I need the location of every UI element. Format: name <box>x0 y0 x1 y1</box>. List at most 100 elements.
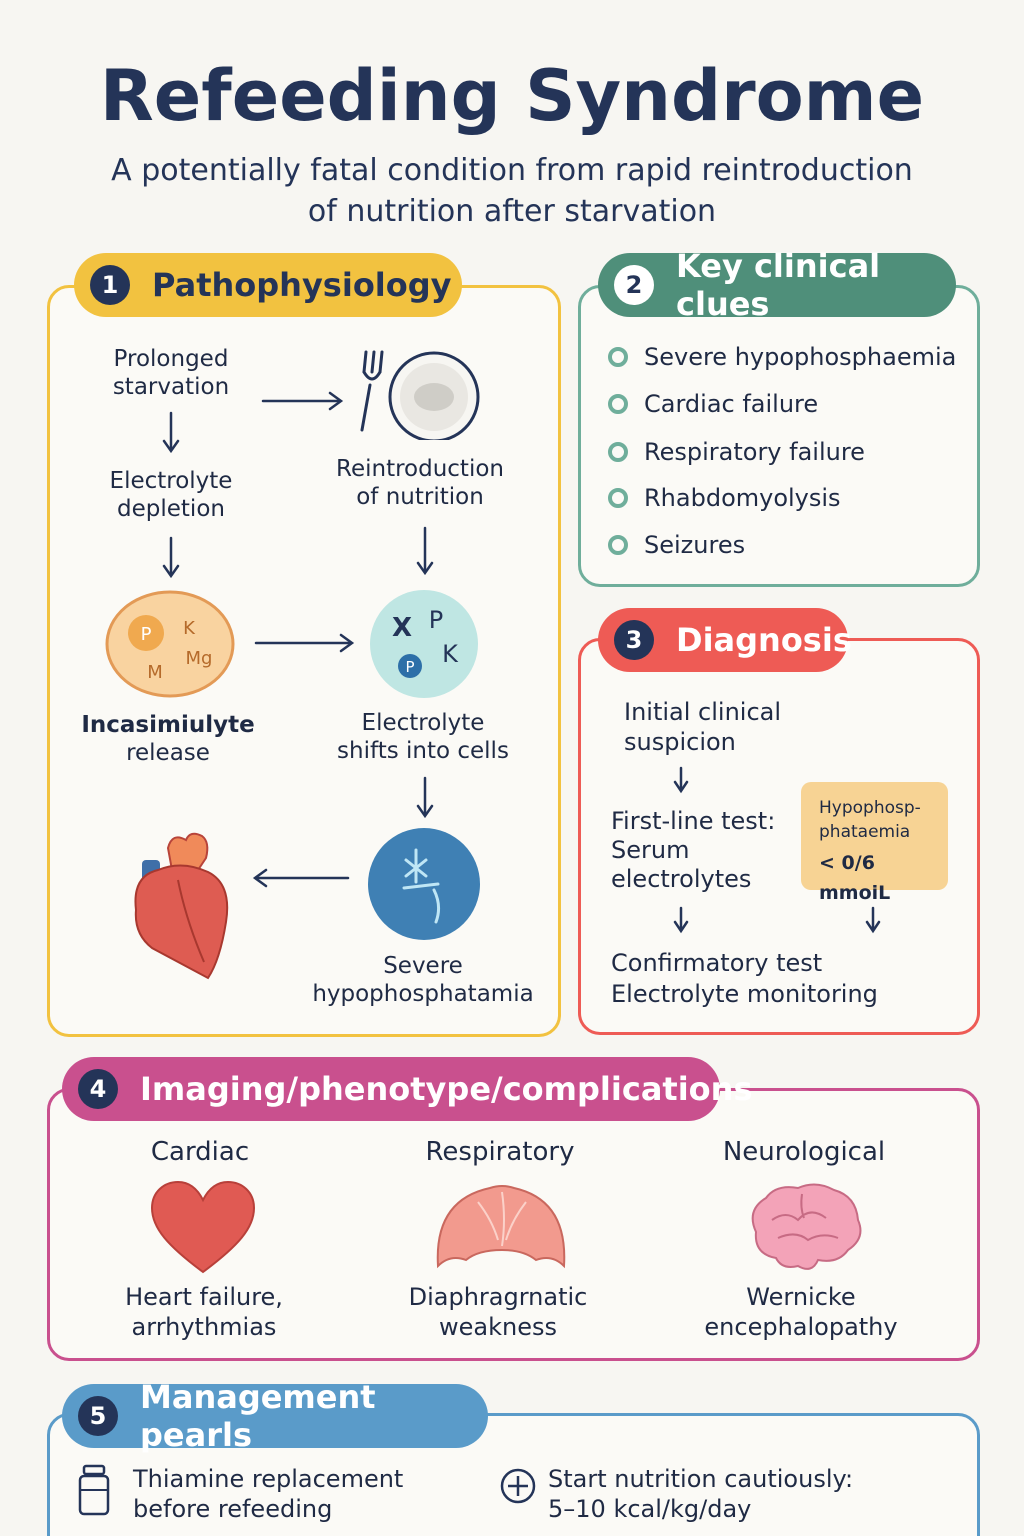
imaging-header: 4 Imaging/phenotype/complications <box>62 1057 752 1121</box>
section-number-2: 2 <box>614 265 654 305</box>
neurological-heading: Neurological <box>722 1137 886 1167</box>
plus-circle-icon <box>500 1468 536 1504</box>
severe-hypophosphatamia-label: Severe hypophosphatamia <box>300 952 546 1008</box>
section-number-1: 1 <box>90 265 130 305</box>
diagnosis-header: 3 Diagnosis <box>598 608 852 672</box>
diagnosis-title: Diagnosis <box>676 621 852 659</box>
badge-threshold: < 0/6 mmoiL <box>819 852 891 904</box>
electrolyte-depletion-label: Electrolyte depletion <box>86 467 256 523</box>
respiratory-line-1: Diaphragrnatic <box>408 1283 588 1311</box>
release-line-2: release <box>126 740 210 766</box>
initial-suspicion-label: Initial clinical suspicion <box>624 697 781 757</box>
thiamine-line-1: Thiamine replacement <box>133 1465 404 1493</box>
arrow-down-icon <box>865 906 881 934</box>
prolonged-starvation-label: Prolonged starvation <box>86 345 256 401</box>
page-subtitle: A potentially fatal condition from rapid… <box>80 150 944 232</box>
clue-item: Respiratory failure <box>608 438 865 466</box>
pathophysiology-title: Pathophysiology <box>152 266 452 304</box>
thiamine-text: Thiamine replacement before refeeding <box>133 1464 403 1524</box>
shift-letter-k: K <box>442 640 459 668</box>
cardiac-description: Heart failure, arrhythmias <box>80 1282 328 1342</box>
neurological-line-2: encephalopathy <box>704 1313 898 1341</box>
clinical-clues-title: Key clinical clues <box>676 247 881 323</box>
shifts-line-2: shifts into cells <box>337 738 509 764</box>
reintroduction-label: Reintroduction of nutrition <box>320 455 520 511</box>
clue-label: Seizures <box>644 531 746 559</box>
bullet-ring-icon <box>608 488 628 508</box>
arrow-down-icon <box>162 411 180 454</box>
respiratory-line-2: weakness <box>439 1313 557 1341</box>
first-line-line-2: Serum <box>611 836 690 864</box>
electrolyte-shift-icon: X P P K <box>370 590 478 698</box>
phosphate-drop-icon <box>368 828 480 940</box>
management-header: 5 Management pearls <box>62 1378 488 1454</box>
arrow-right-icon <box>261 391 344 411</box>
electrolyte-cell-icon: P K Mg M <box>105 590 235 698</box>
clinical-clues-header: 2 Key clinical clues <box>598 247 956 323</box>
severe-line-1: Severe <box>383 953 463 979</box>
fork-plate-icon <box>360 350 480 440</box>
prolonged-line-1: Prolonged <box>113 346 229 372</box>
cardiac-heading: Cardiac <box>150 1137 250 1167</box>
arrow-down-icon <box>673 766 689 794</box>
cell-letter-p: P <box>141 624 152 645</box>
vial-icon <box>78 1464 110 1516</box>
section-number-4: 4 <box>78 1069 118 1109</box>
nutrition-text: Start nutrition cautiously: 5–10 kcal/kg… <box>548 1464 853 1524</box>
shift-letter-x: X <box>392 613 412 643</box>
severe-line-2: hypophosphatamia <box>312 981 534 1007</box>
neurological-description: Wernicke encephalopathy <box>676 1282 926 1342</box>
badge-line-1: Hypophosp- <box>819 798 921 818</box>
shift-letter-p-small: P <box>405 658 414 676</box>
respiratory-heading: Respiratory <box>425 1137 575 1167</box>
nutrition-line-2: 5–10 kcal/kg/day <box>548 1495 752 1523</box>
subtitle-line-2: of nutrition after starvation <box>307 194 717 229</box>
arrow-down-icon <box>416 526 434 576</box>
clue-label: Severe hypophosphaemia <box>644 343 957 371</box>
cardiac-line-2: arrhythmias <box>131 1313 277 1341</box>
arrow-right-icon <box>254 633 355 653</box>
depletion-line-1: Electrolyte <box>109 468 233 494</box>
bullet-ring-icon <box>608 394 628 414</box>
clue-item: Severe hypophosphaemia <box>608 343 956 371</box>
anatomical-heart-icon <box>134 832 229 980</box>
release-label: Incasimiulyte release <box>78 711 258 767</box>
confirmatory-test-label: Confirmatory test Electrolyte monitoring <box>611 948 878 1010</box>
cardiac-line-1: Heart failure, <box>125 1283 283 1311</box>
thiamine-line-2: before refeeding <box>133 1495 333 1523</box>
brain-icon <box>751 1183 862 1270</box>
bullet-ring-icon <box>608 347 628 367</box>
first-line-line-1: First-line test: <box>611 807 776 835</box>
badge-line-2: phataemia <box>819 822 911 842</box>
clue-item: Cardiac failure <box>608 390 818 418</box>
diaphragm-icon <box>436 1185 566 1269</box>
arrow-left-icon <box>252 868 350 888</box>
hypophosphataemia-badge: Hypophosp- phataemia < 0/6 mmoiL <box>801 782 948 904</box>
shifts-label: Electrolyte shifts into cells <box>318 709 528 765</box>
clue-label: Cardiac failure <box>644 390 819 418</box>
neurological-line-1: Wernicke <box>746 1283 856 1311</box>
arrow-down-icon <box>416 776 434 819</box>
prolonged-line-2: starvation <box>112 374 230 400</box>
page-title: Refeeding Syndrome <box>99 55 925 137</box>
clue-label: Rhabdomyolysis <box>644 484 841 512</box>
clue-item: Rhabdomyolysis <box>608 484 841 512</box>
heart-icon <box>150 1180 256 1274</box>
depletion-line-2: depletion <box>117 496 225 522</box>
shifts-line-1: Electrolyte <box>361 710 485 736</box>
pathophysiology-header: 1 Pathophysiology <box>74 253 462 317</box>
initial-line-2: suspicion <box>624 728 736 756</box>
reintroduction-line-1: Reintroduction <box>336 456 504 482</box>
initial-line-1: Initial clinical <box>624 698 782 726</box>
arrow-down-icon <box>673 906 689 934</box>
nutrition-line-1: Start nutrition cautiously: <box>548 1465 854 1493</box>
bullet-ring-icon <box>608 535 628 555</box>
confirmatory-line-1: Confirmatory test <box>611 949 823 977</box>
first-line-line-3: electrolytes <box>611 865 752 893</box>
first-line-test-label: First-line test: Serum electrolytes <box>611 807 775 894</box>
reintroduction-line-2: of nutrition <box>356 484 484 510</box>
section-number-3: 3 <box>614 620 654 660</box>
cell-letter-m: M <box>147 662 163 683</box>
cell-letter-k: K <box>183 618 196 639</box>
management-title: Management pearls <box>140 1378 376 1454</box>
